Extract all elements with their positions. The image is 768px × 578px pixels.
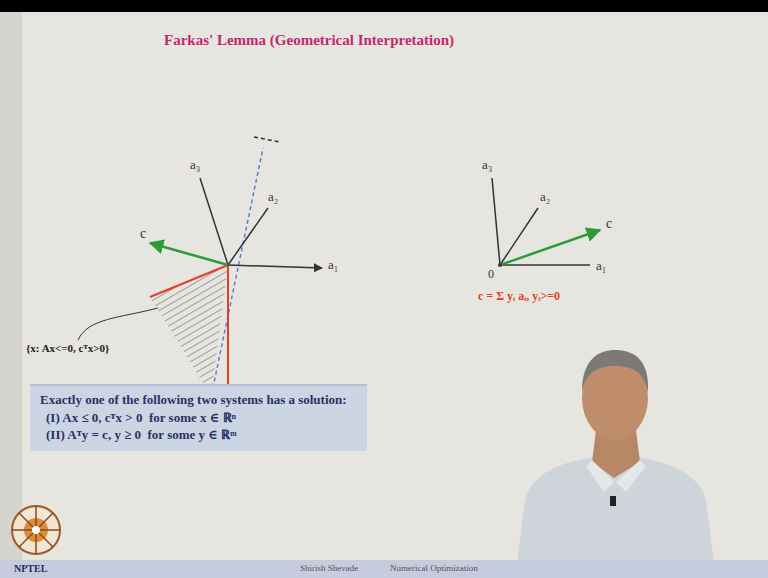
- vector-label: a₃: [482, 158, 492, 173]
- origin-dot: [498, 263, 502, 267]
- vector-a3: [200, 178, 228, 265]
- slide-title: Farkas' Lemma (Geometrical Interpretatio…: [164, 32, 454, 49]
- statement-band: Exactly one of the following two systems…: [30, 384, 367, 451]
- vector-c: [500, 230, 600, 265]
- cone-edge: [150, 265, 228, 297]
- vector-label: c: [140, 226, 146, 242]
- microphone: [610, 496, 616, 506]
- band-heading: Exactly one of the following two systems…: [40, 391, 357, 409]
- vector-a2: [500, 208, 538, 265]
- formula-label: c = Σ yᵢ aᵢ, yᵢ>=0: [478, 290, 560, 304]
- vector-c: [150, 243, 228, 265]
- footer-text: Shirish Shevade: [300, 563, 358, 573]
- footer-bar: [0, 560, 768, 578]
- region-label: {x: Ax<=0, cᵀx>0}: [26, 342, 109, 355]
- top-border: [0, 0, 768, 12]
- vector-label: a₂: [540, 190, 550, 205]
- left-figure: [78, 137, 322, 406]
- footer-text: Numerical Optimization: [390, 563, 478, 573]
- vector-label: a₃: [190, 158, 200, 173]
- vector-a3: [492, 178, 500, 265]
- condition-line: (II) Aᵀy = c, y ≥ 0 for some y ∈ ℝᵐ: [40, 426, 357, 444]
- vector-label: a₁: [596, 259, 606, 274]
- presenter-hair: [582, 350, 648, 392]
- origin-label: 0: [488, 268, 494, 282]
- vector-label: a₁: [328, 258, 338, 273]
- logo-text: NPTEL: [14, 563, 47, 575]
- hyperplane: [210, 148, 263, 402]
- presenter: [515, 350, 716, 578]
- presenter-collar: [586, 460, 646, 492]
- vector-a2: [228, 208, 268, 265]
- vector-label: a₂: [268, 190, 278, 205]
- leader-line: [78, 308, 158, 340]
- vector-label: c: [606, 216, 612, 232]
- right-figure: [492, 178, 600, 267]
- nptel-logo: [12, 506, 60, 554]
- condition-line: (I) Ax ≤ 0, cᵀx > 0 for some x ∈ ℝⁿ: [40, 409, 357, 427]
- vector-a1: [228, 265, 322, 268]
- hatched-region: [150, 265, 228, 396]
- vector-a1: [500, 264, 590, 266]
- dashed-mark: [254, 137, 280, 142]
- slide-edge: [0, 12, 22, 560]
